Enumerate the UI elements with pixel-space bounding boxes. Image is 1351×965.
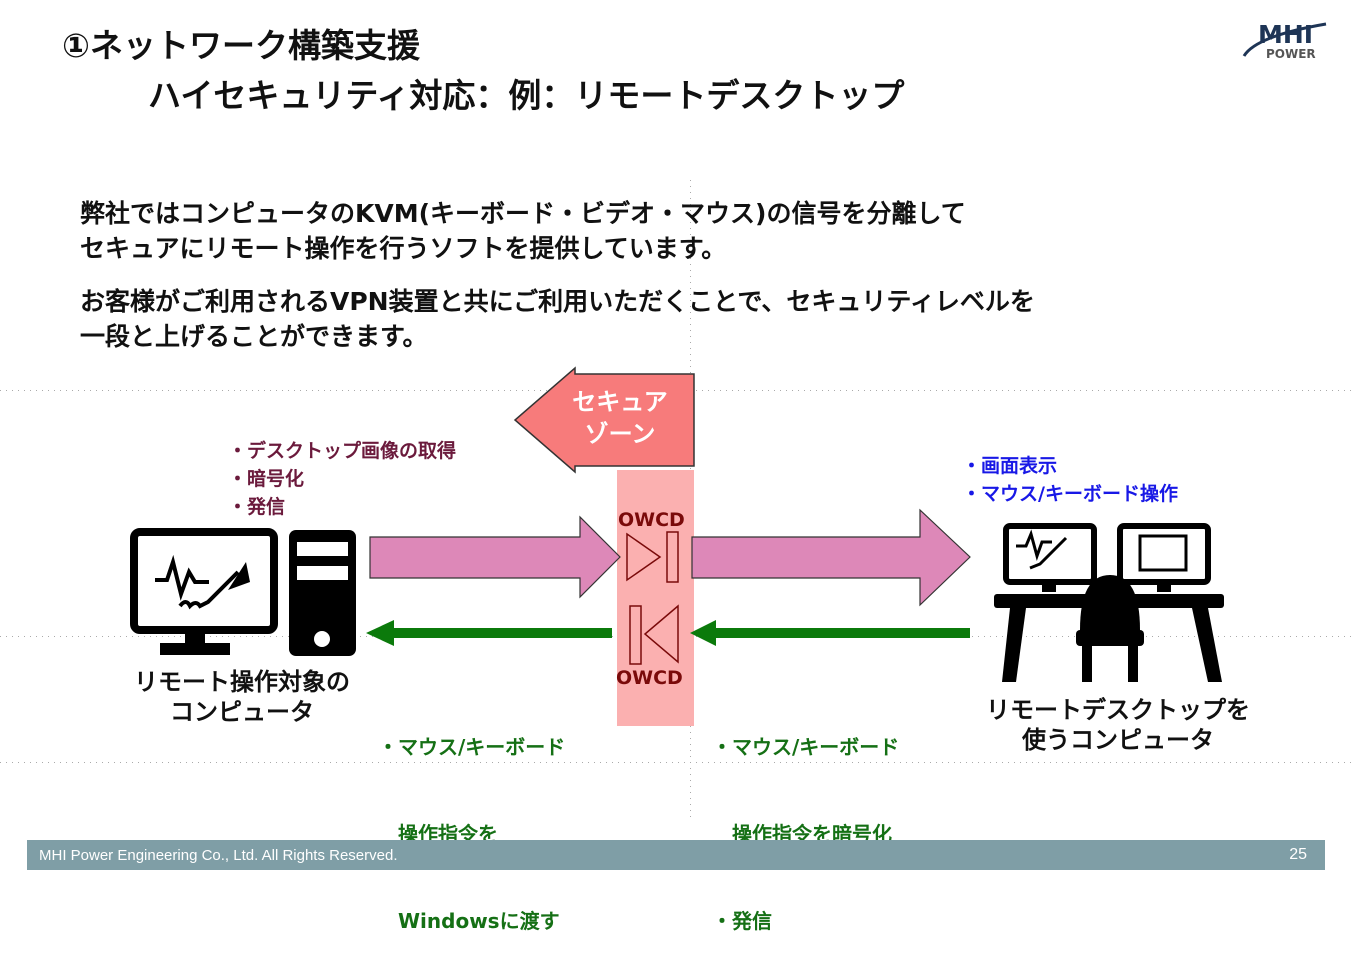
secure-zone-arrow bbox=[513, 366, 695, 474]
owcd-diode-icon bbox=[626, 531, 679, 665]
left-bullets: ・デスクトップ画像の取得 ・暗号化 ・発信 bbox=[228, 440, 457, 518]
svg-text:MHI: MHI bbox=[1258, 20, 1313, 49]
remote-desk-icon bbox=[994, 523, 1224, 682]
copyright: MHI Power Engineering Co., Ltd. All Righ… bbox=[39, 847, 398, 864]
owcd-label-top: OWCD bbox=[618, 509, 685, 531]
secure-zone-band bbox=[617, 470, 694, 726]
target-computer-icon bbox=[130, 528, 356, 656]
svg-text:POWER: POWER bbox=[1266, 47, 1316, 61]
owcd-label-bottom: OWCD bbox=[616, 667, 683, 689]
body-text: セキュアにリモート操作を行うソフトを提供しています。 bbox=[80, 234, 727, 263]
mhi-power-logo: MHI POWER bbox=[1236, 16, 1336, 62]
body-text: 弊社ではコンピュータのKVM(キーボード・ビデオ・マウス)の信号を分離して bbox=[80, 199, 966, 228]
green-right-bullets: ・マウス/キーボード 操作指令を暗号化 ・発信 bbox=[712, 735, 900, 933]
diagram bbox=[130, 366, 1224, 726]
body-text: 一段と上げることができます。 bbox=[80, 322, 428, 351]
outbound-arrow-right bbox=[691, 508, 971, 607]
page-title-line2: ハイセキュリティ対応：例：リモートデスクトップ bbox=[148, 76, 905, 115]
footer-bar: MHI Power Engineering Co., Ltd. All Righ… bbox=[27, 840, 1325, 870]
inbound-arrow-right bbox=[690, 620, 716, 646]
page-number: 25 bbox=[1289, 846, 1307, 863]
green-left-bullets: ・マウス/キーボード 操作指令を Windowsに渡す bbox=[378, 735, 566, 933]
right-bullets: ・画面表示 ・マウス/キーボード操作 bbox=[962, 455, 1178, 505]
secure-zone-label: セキュア ゾーン bbox=[572, 388, 668, 448]
body-text: お客様がご利用されるVPN装置と共にご利用いただくことで、セキュリティレベルを bbox=[80, 287, 1035, 316]
left-caption: リモート操作対象の コンピュータ bbox=[134, 668, 350, 726]
outbound-arrow-left bbox=[369, 515, 621, 599]
right-caption: リモートデスクトップを 使うコンピュータ bbox=[986, 696, 1250, 754]
inbound-arrow-left bbox=[366, 620, 394, 646]
page-title-line1: ①ネットワーク構築支援 bbox=[62, 26, 420, 65]
